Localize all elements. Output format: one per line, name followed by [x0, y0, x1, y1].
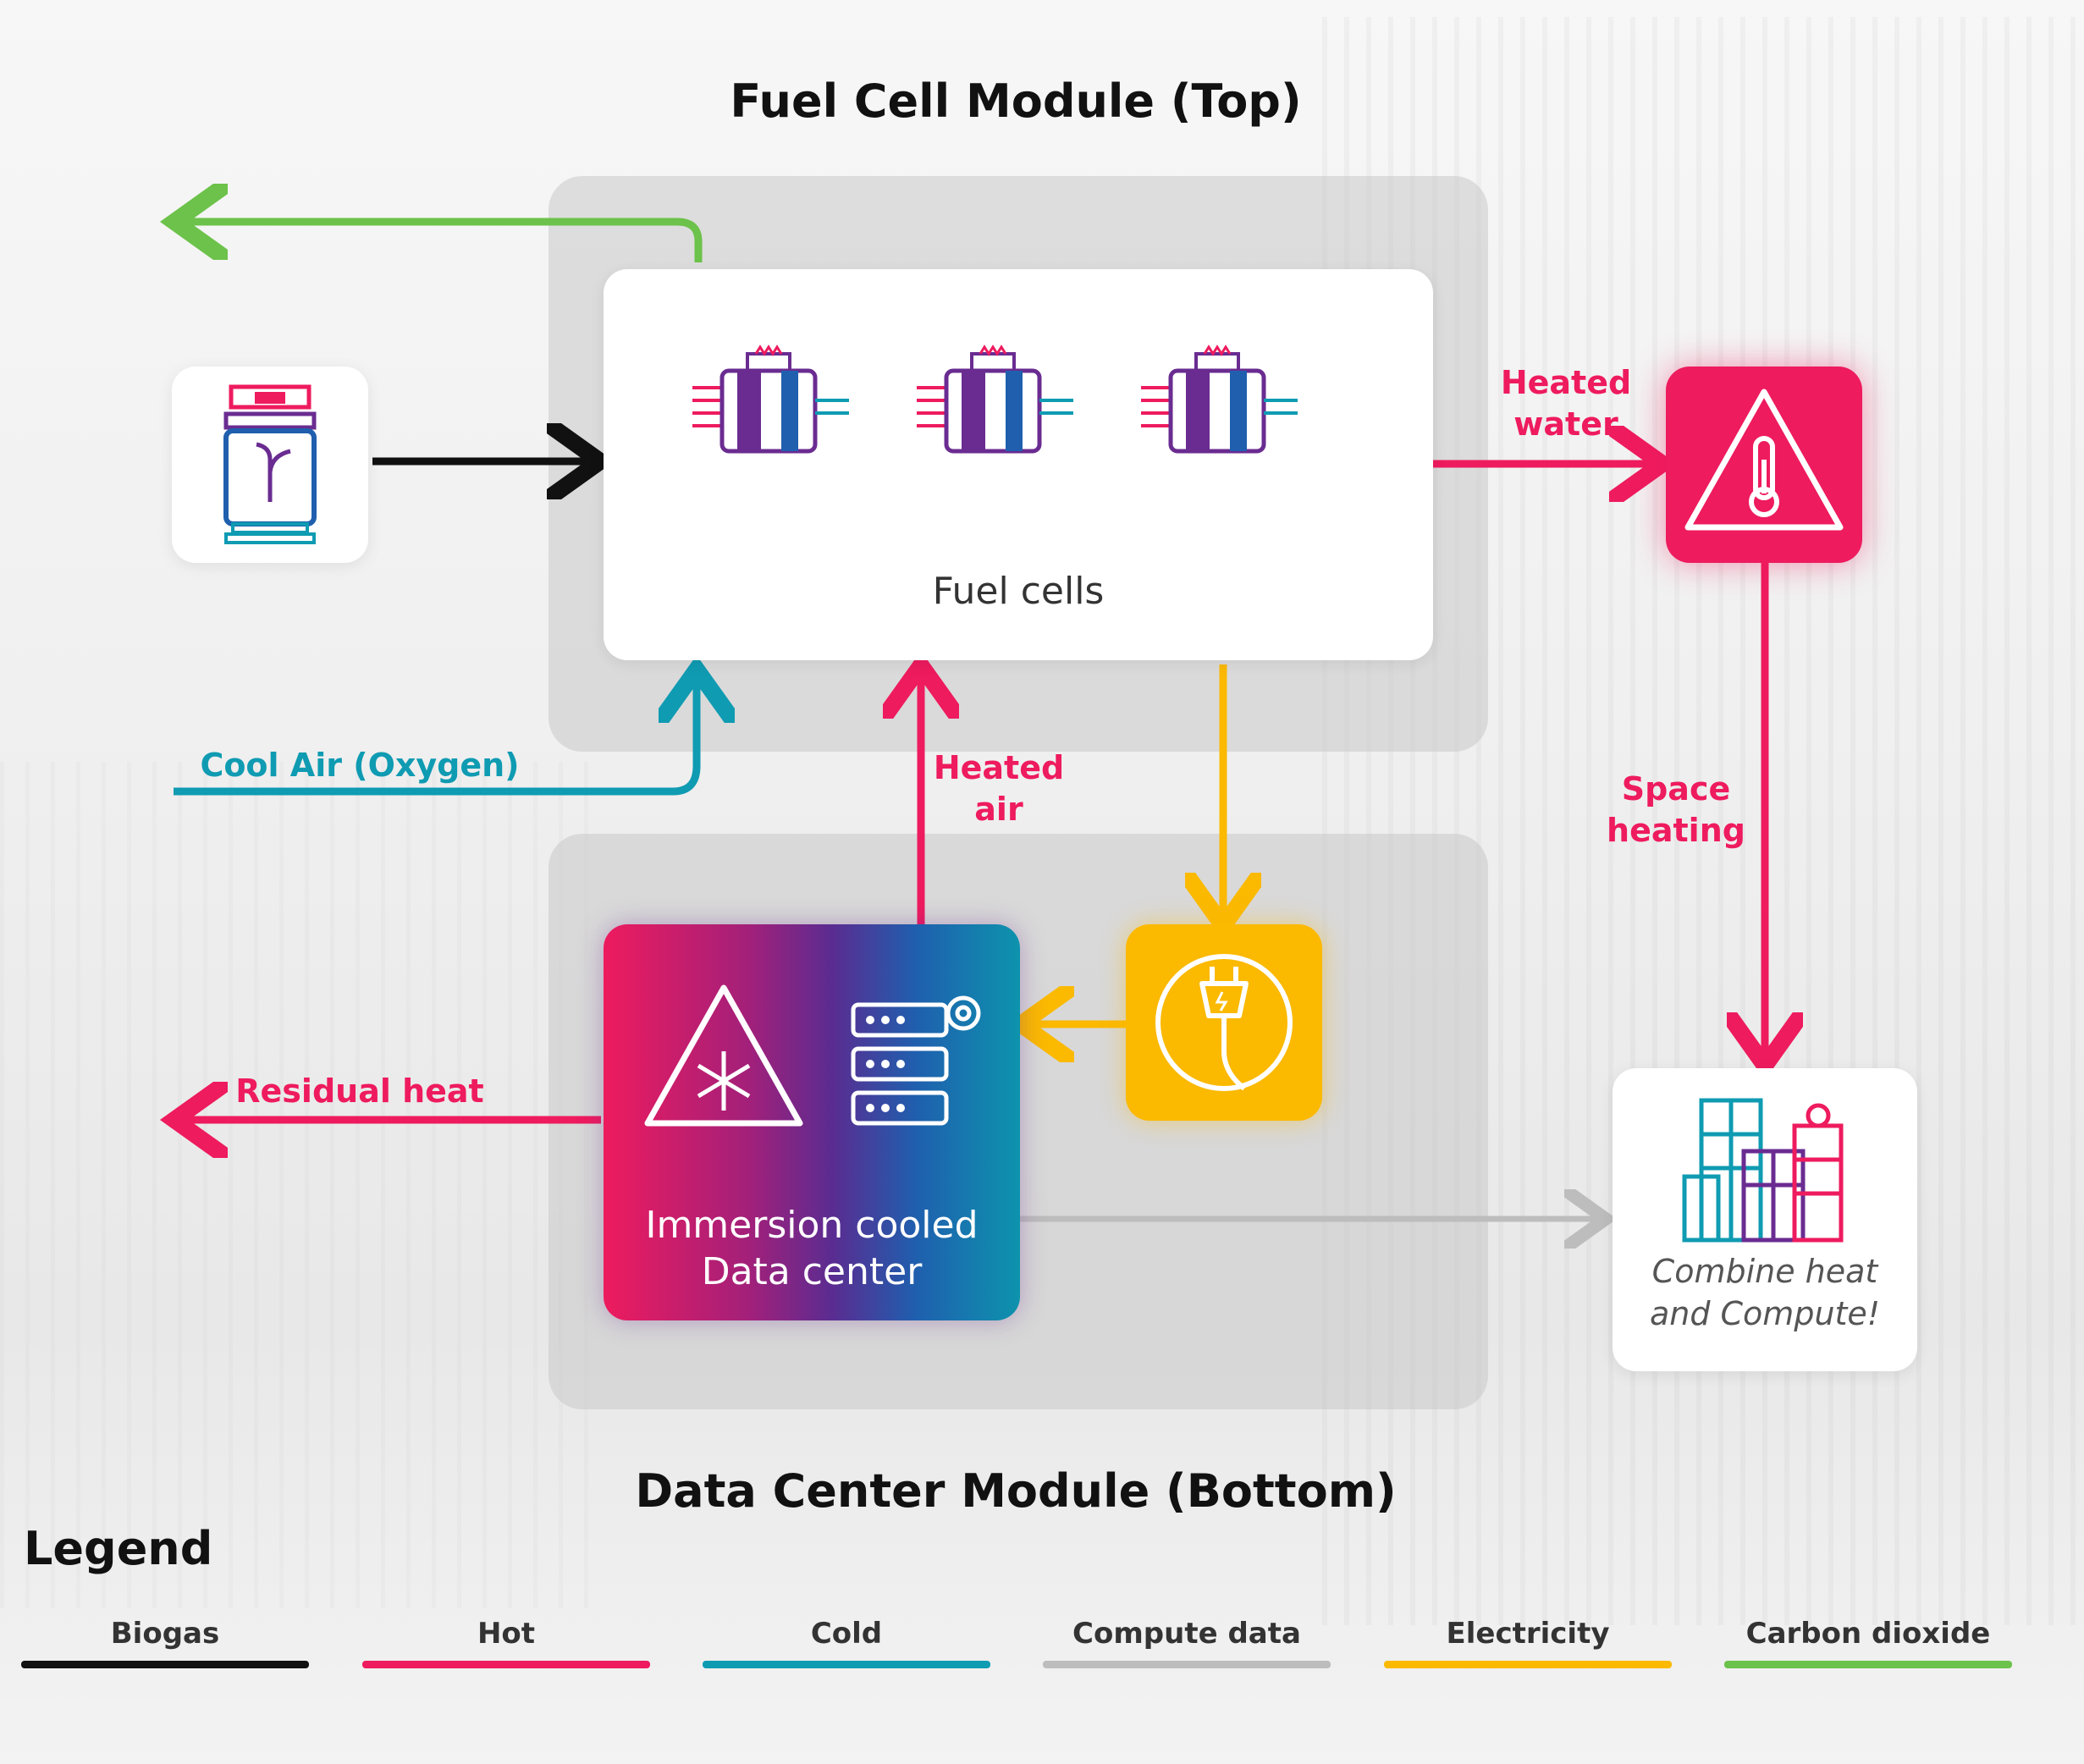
fuel-cell-stack-icons: [692, 345, 1298, 454]
space-heating-label: Space heating: [1583, 769, 1769, 852]
biogas-tank-box: [172, 367, 368, 563]
combine-label-line2: and Compute!: [1649, 1295, 1881, 1332]
co2-flow: [182, 222, 703, 262]
legend-item-carbon-dioxide: Carbon dioxide: [1724, 1617, 2012, 1668]
city-buildings-icon: [1682, 1098, 1844, 1243]
legend-label: Biogas: [110, 1617, 220, 1651]
fuel-cell-icon: [917, 345, 1073, 454]
fuel-cell-module-title: Fuel Cell Module (Top): [730, 74, 1302, 128]
legend-label: Compute data: [1072, 1617, 1301, 1651]
heated-water-box: [1666, 367, 1862, 563]
combine-label-line1: Combine heat: [1651, 1253, 1878, 1290]
electricity-box: [1126, 924, 1322, 1121]
data-center-label-line2: Data center: [701, 1250, 923, 1293]
cool-air-label: Cool Air (Oxygen): [200, 747, 520, 784]
legend-swatch: [1043, 1661, 1331, 1668]
fuel-cells-box: Fuel cells: [604, 269, 1433, 660]
legend-item-hot: Hot: [362, 1617, 650, 1668]
fuel-cell-icon: [692, 345, 849, 454]
combine-heat-compute-box: Combine heat and Compute!: [1613, 1068, 1917, 1371]
heated-water-label-line2: water: [1513, 405, 1618, 444]
heated-water-label-line1: Heated: [1500, 364, 1632, 401]
data-center-label-line1: Immersion cooled: [645, 1204, 979, 1247]
legend-swatch: [362, 1661, 650, 1668]
heated-air-label-line1: Heated: [933, 749, 1065, 786]
legend-item-cold: Cold: [703, 1617, 990, 1668]
snowflake-warning-icon: [644, 984, 803, 1127]
fuel-cell-icon: [1141, 345, 1298, 454]
legend-item-compute-data: Compute data: [1043, 1617, 1331, 1668]
legend-item-biogas: Biogas: [21, 1617, 309, 1668]
legend-swatch: [703, 1661, 990, 1668]
legend-label: Carbon dioxide: [1745, 1617, 1991, 1651]
data-center-box: Immersion cooled Data center: [604, 924, 1020, 1320]
thermometer-warning-icon: [1684, 389, 1844, 531]
legend-swatch: [1724, 1661, 2012, 1668]
space-heating-label-line1: Space: [1621, 770, 1731, 808]
power-plug-icon: [1155, 954, 1293, 1091]
legend-swatch: [1384, 1661, 1672, 1668]
data-center-module-title: Data Center Module (Bottom): [635, 1464, 1397, 1518]
legend-label: Electricity: [1446, 1617, 1610, 1651]
legend-swatch: [21, 1661, 309, 1668]
legend-title: Legend: [24, 1522, 213, 1575]
background-building-left: [0, 762, 593, 1608]
biogas-tank-icon: [223, 384, 317, 544]
heated-air-label: Heated air: [914, 747, 1083, 831]
legend-label: Hot: [477, 1617, 536, 1651]
residual-heat-label: Residual heat: [235, 1072, 484, 1110]
legend-item-electricity: Electricity: [1384, 1617, 1672, 1668]
server-gear-icon: [851, 995, 981, 1126]
cool-air-flow: [174, 677, 697, 796]
fuel-cells-label: Fuel cells: [932, 570, 1105, 613]
space-heating-label-line2: heating: [1607, 812, 1745, 850]
heated-water-label: Heated water: [1473, 362, 1659, 446]
heated-air-label-line2: air: [974, 791, 1023, 829]
legend-label: Cold: [810, 1617, 883, 1651]
